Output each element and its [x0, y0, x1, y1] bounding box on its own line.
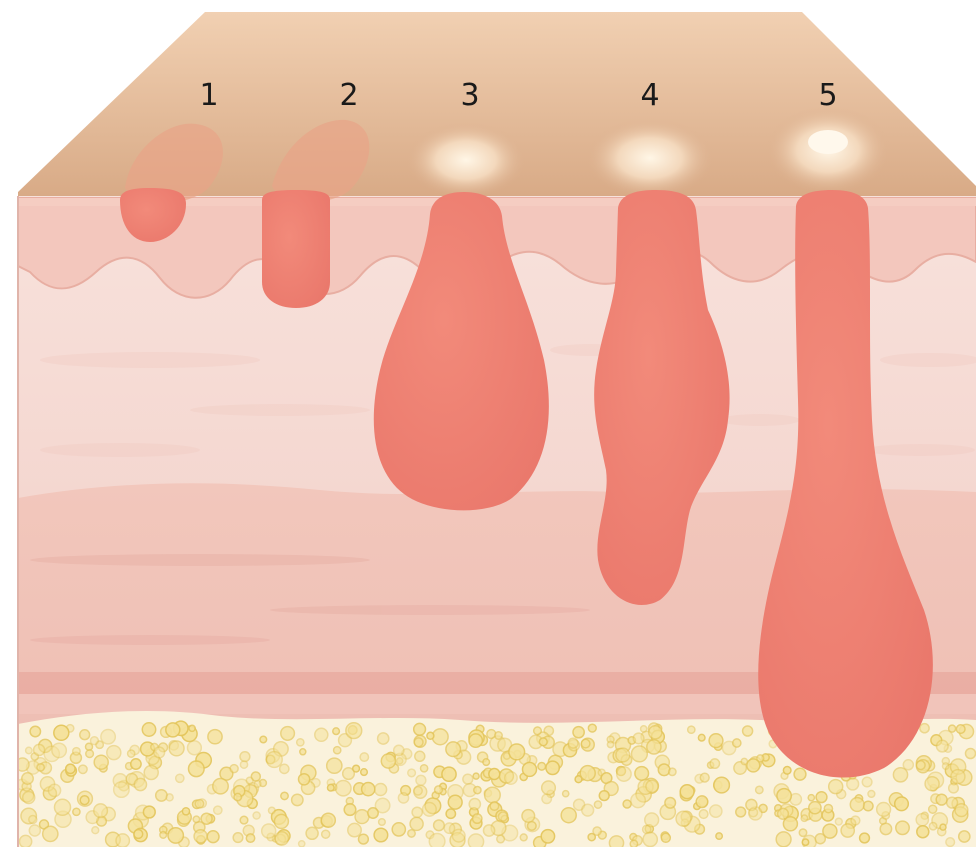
stage-label-5: 5 — [808, 76, 848, 116]
stage-label-3: 3 — [450, 76, 490, 116]
stage-label-1: 1 — [189, 76, 229, 116]
stage-label-4: 4 — [630, 76, 670, 116]
stage-label-2: 2 — [329, 76, 369, 116]
